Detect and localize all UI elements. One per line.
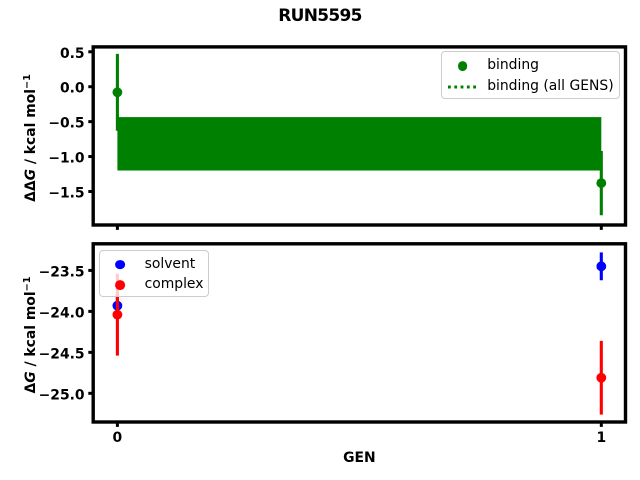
unit-exponent: −1 <box>22 74 34 89</box>
axes-frame <box>91 45 628 227</box>
y-tick-label: −23.5 <box>39 264 85 280</box>
solvent-legend-marker-icon <box>115 259 125 270</box>
y-tick-label: 0.0 <box>60 81 85 97</box>
unit-text: / kcal mol <box>23 291 40 372</box>
binding-legend-marker-icon <box>457 61 468 71</box>
g-symbol: G <box>23 168 40 181</box>
y-tick-label: −1.5 <box>48 185 84 201</box>
legend-label-complex: complex <box>144 276 204 293</box>
legend-label-solvent: solvent <box>144 255 196 272</box>
binding-point <box>596 178 607 188</box>
unit-text: / kcal mol <box>23 88 40 169</box>
complex-point <box>112 309 123 320</box>
binding-point <box>112 87 123 98</box>
legend-top: binding binding (all GENS) <box>441 51 621 99</box>
delta-symbol: Δ <box>23 382 40 394</box>
top-y-axis-label: ΔΔG / kcal mol−1 <box>22 74 40 202</box>
y-tick-label: −24.0 <box>39 305 85 321</box>
unit-exponent: −1 <box>22 276 34 292</box>
y-tick-label: −24.5 <box>39 346 85 362</box>
solvent-point <box>596 261 607 272</box>
delta-delta-symbol: ΔΔ <box>23 180 40 202</box>
legend-label-binding-all-GENS-: binding (all GENS) <box>487 77 614 94</box>
x-tick-label: 1 <box>596 430 606 446</box>
complex-point <box>596 372 607 383</box>
g-symbol: G <box>23 371 40 383</box>
legend-label-binding: binding <box>487 57 539 74</box>
legend-bottom: solvent complex <box>98 249 210 298</box>
figure-title: RUN5595 <box>278 6 362 27</box>
y-tick-label: −0.5 <box>48 116 84 132</box>
complex-legend-marker-icon <box>115 280 125 291</box>
binding (all GENS)-legend-dotted-line-icon <box>447 85 478 89</box>
x-axis-label: GEN <box>343 450 376 467</box>
bottom-y-axis-label: ΔG / kcal mol−1 <box>22 276 40 394</box>
uncertainty-band <box>117 117 602 171</box>
axes-frame <box>91 242 628 424</box>
y-tick-label: −1.0 <box>48 151 84 167</box>
y-tick-label: 0.5 <box>60 46 85 62</box>
x-tick-label: 0 <box>113 430 123 446</box>
y-tick-label: −25.0 <box>39 387 85 403</box>
